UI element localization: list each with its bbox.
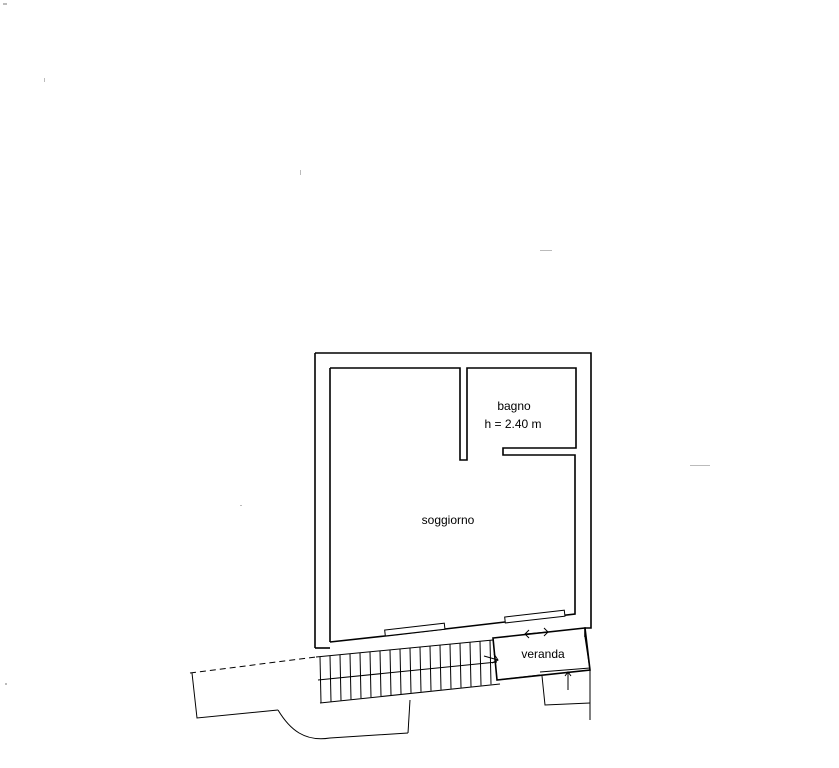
stair-tread	[329, 655, 332, 702]
stair-tread	[489, 640, 492, 685]
veranda-structure	[492, 627, 591, 720]
scan-specks	[3, 3, 710, 685]
stair-tread	[439, 645, 442, 690]
stair-tread	[359, 652, 362, 699]
stair-tread	[459, 643, 462, 688]
front-windows	[384, 609, 566, 637]
stair-tread	[419, 646, 422, 692]
stair-tread	[449, 644, 452, 689]
staircase	[315, 639, 501, 704]
entry-ramp	[189, 656, 411, 740]
room-label-bagno: bagno	[497, 399, 531, 413]
stair-tread	[379, 650, 382, 697]
stair-tread	[469, 642, 472, 687]
room-label-veranda: veranda	[521, 647, 565, 661]
stair-tread	[349, 653, 352, 700]
stair-tread	[319, 656, 322, 703]
stair-tread	[399, 648, 402, 695]
stair-tread	[409, 647, 412, 693]
room-label-soggiorno: soggiorno	[422, 513, 475, 527]
stair-tread	[369, 651, 372, 698]
room-height-bagno: h = 2.40 m	[484, 417, 541, 431]
stair-tread	[389, 649, 392, 696]
stair-tread	[479, 641, 482, 686]
stair-tread	[429, 646, 432, 691]
outer-walls	[314, 352, 592, 649]
stair-tread	[339, 654, 342, 701]
